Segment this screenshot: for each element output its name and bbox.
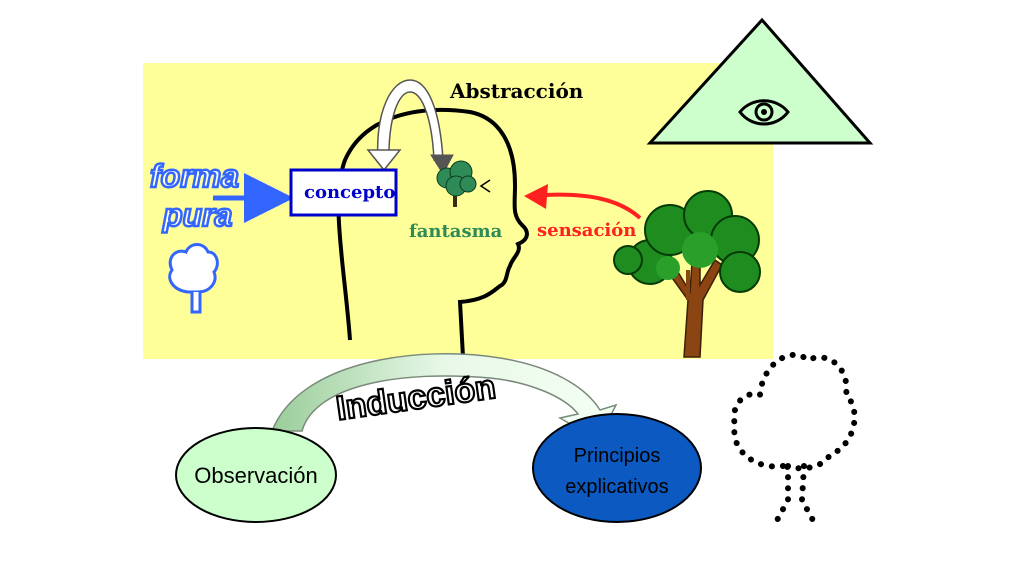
principios-label-line1: Principios bbox=[574, 445, 661, 467]
less-than-mark bbox=[479, 179, 491, 193]
sensacion-arrow bbox=[544, 192, 642, 220]
big-tree-icon bbox=[613, 190, 761, 358]
abstraction-arrow-head-left bbox=[366, 149, 402, 172]
tree-icon bbox=[436, 160, 477, 207]
forma-label: forma bbox=[150, 158, 239, 194]
dotted-tree-icon bbox=[731, 352, 858, 527]
abstraction-arrow-head-right bbox=[430, 154, 454, 175]
pyramid bbox=[646, 17, 874, 145]
abstraction-label: Abstracción bbox=[449, 79, 584, 103]
principios-node bbox=[532, 413, 702, 523]
observacion-label: Observación bbox=[194, 463, 318, 488]
observacion-node bbox=[175, 427, 337, 523]
fantasma-label: fantasma bbox=[409, 221, 503, 242]
sensacion-arrow-head bbox=[524, 184, 548, 209]
principios-label-line2: explicativos bbox=[565, 476, 668, 498]
outline-tree-icon bbox=[168, 243, 219, 314]
concepto-box bbox=[289, 168, 398, 217]
induccion-arc bbox=[270, 353, 618, 442]
head-outline bbox=[336, 108, 529, 358]
pura-label: pura bbox=[162, 197, 232, 233]
eye-icon bbox=[738, 99, 790, 126]
concepto-label: concepto bbox=[304, 182, 395, 203]
sensacion-label: sensación bbox=[537, 220, 636, 241]
